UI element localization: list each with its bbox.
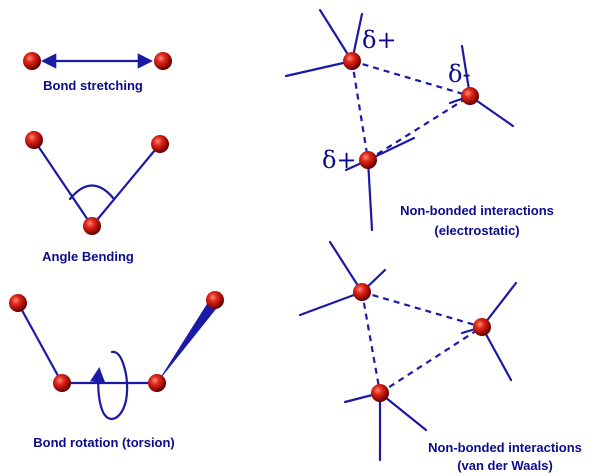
interaction-line bbox=[360, 291, 382, 394]
atom bbox=[83, 217, 101, 235]
torsion-panel: Bond rotation (torsion) bbox=[9, 291, 224, 450]
electrostatic-panel: δ+ δ- δ+ Non-bonded interactions (electr… bbox=[284, 8, 554, 238]
atom bbox=[148, 374, 166, 392]
angle-bending-label: Angle Bending bbox=[42, 249, 134, 264]
atom bbox=[343, 52, 361, 70]
interaction-line bbox=[367, 95, 471, 161]
rotation-arrow bbox=[89, 350, 129, 420]
atom bbox=[25, 131, 43, 149]
bond-rotation-label: Bond rotation (torsion) bbox=[33, 435, 175, 450]
interaction-line bbox=[379, 326, 483, 394]
charge-label-bottom: δ+ bbox=[322, 146, 357, 174]
atom bbox=[9, 294, 27, 312]
atom bbox=[359, 151, 377, 169]
charge-label-top: δ+ bbox=[362, 26, 397, 54]
atom bbox=[23, 52, 41, 70]
angle-bending-panel: Angle Bending bbox=[25, 131, 169, 264]
interaction-line bbox=[351, 59, 471, 98]
atom bbox=[353, 283, 371, 301]
atom bbox=[371, 384, 389, 402]
charge-label-right: δ- bbox=[448, 60, 471, 88]
bond-stretching-panel: Bond stretching bbox=[23, 52, 172, 93]
atom bbox=[151, 135, 169, 153]
atom bbox=[154, 52, 172, 70]
angle-arc bbox=[68, 184, 116, 201]
vdw-panel: Non-bonded interactions (van der Waals) bbox=[298, 240, 582, 473]
electrostatic-label-line2: (electrostatic) bbox=[434, 223, 519, 238]
atom bbox=[206, 291, 224, 309]
wedge-bond bbox=[157, 296, 220, 383]
electrostatic-label-line1: Non-bonded interactions bbox=[400, 203, 554, 218]
vdw-label-line1: Non-bonded interactions bbox=[428, 440, 582, 455]
vdw-label-line2: (van der Waals) bbox=[457, 458, 553, 473]
atom bbox=[461, 87, 479, 105]
interaction-line bbox=[361, 290, 483, 329]
atom bbox=[53, 374, 71, 392]
bond-stretching-label: Bond stretching bbox=[43, 78, 143, 93]
atom bbox=[473, 318, 491, 336]
interaction-line bbox=[350, 60, 370, 161]
